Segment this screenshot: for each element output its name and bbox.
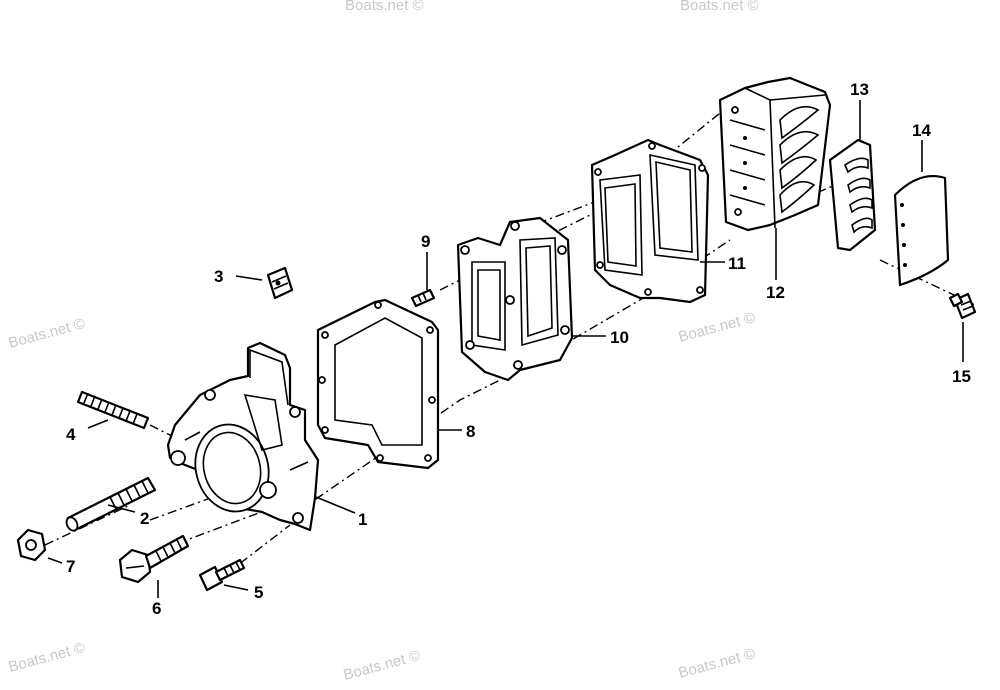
leader-lines <box>47 100 964 598</box>
part-gasket-front <box>316 298 440 470</box>
watermark-text: Boats.net © <box>7 315 87 352</box>
watermark-text: Boats.net © <box>680 0 759 14</box>
callout-labels: 1 2 3 4 5 6 7 8 9 10 11 12 13 14 15 <box>66 80 971 618</box>
part-reed-screw <box>948 292 977 320</box>
part-intake-housing <box>166 341 320 532</box>
part-screw <box>410 288 436 308</box>
watermark-text: Boats.net © <box>7 639 87 676</box>
callout-3: 3 <box>214 267 223 286</box>
callout-12: 12 <box>766 283 785 302</box>
callout-2: 2 <box>140 509 149 528</box>
callout-4: 4 <box>66 425 76 444</box>
part-small-plate <box>266 266 294 300</box>
callout-10: 10 <box>610 328 629 347</box>
part-reed-petals <box>828 138 877 252</box>
callout-14: 14 <box>912 121 931 140</box>
callout-11: 11 <box>728 254 746 273</box>
callout-9: 9 <box>421 232 430 251</box>
watermark-text: Boats.net © <box>677 645 757 682</box>
part-adapter-plate <box>456 216 574 382</box>
watermark-text: Boats.net © <box>345 0 424 14</box>
callout-8: 8 <box>466 422 475 441</box>
callout-15: 15 <box>952 367 971 386</box>
watermark-text: Boats.net © <box>342 647 422 684</box>
part-reed-block <box>718 76 832 232</box>
callout-1: 1 <box>358 510 367 529</box>
watermark-text: Boats.net © <box>677 309 757 346</box>
part-reed-stop <box>893 174 950 287</box>
callout-7: 7 <box>66 557 75 576</box>
callout-5: 5 <box>254 583 263 602</box>
part-gasket-rear <box>590 138 710 304</box>
callout-6: 6 <box>152 599 161 618</box>
part-hex-nut <box>16 528 47 562</box>
part-small-screw <box>198 558 246 592</box>
part-long-stud <box>65 476 157 532</box>
callout-13: 13 <box>850 80 869 99</box>
part-hex-bolt <box>118 534 190 584</box>
part-stud <box>76 390 150 430</box>
